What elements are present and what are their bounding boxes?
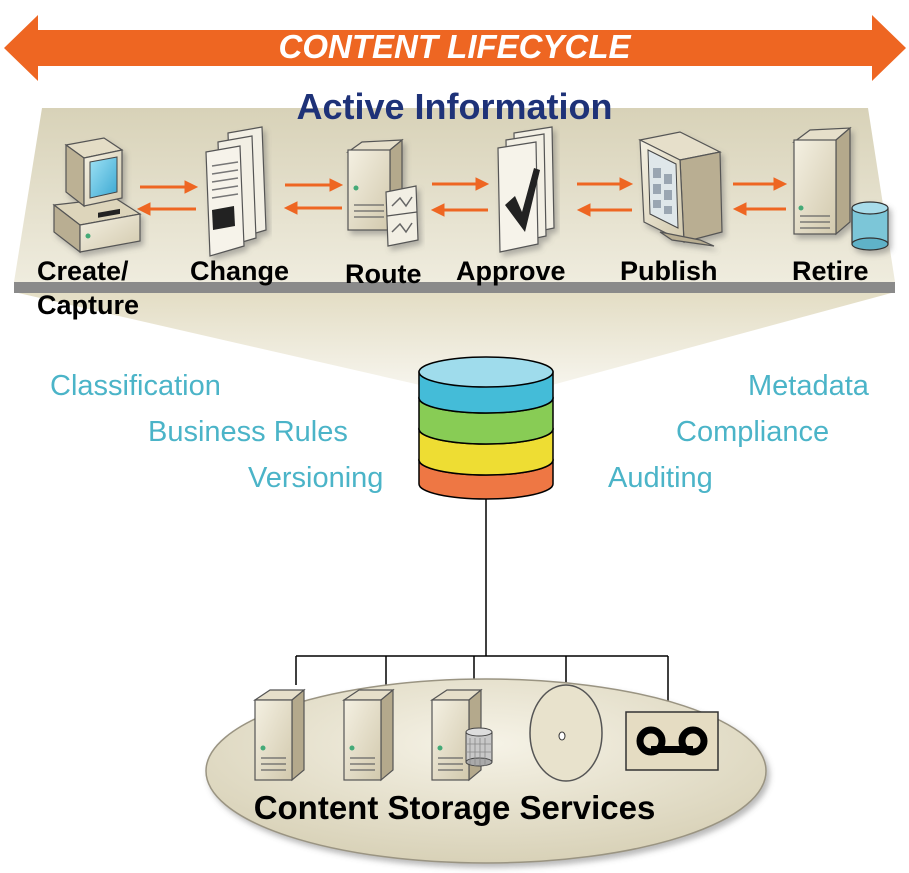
storage-title: Content Storage Services: [253, 789, 656, 826]
monitor-icon: [638, 131, 723, 247]
archive-server-icon: [792, 126, 889, 251]
stage-label-approve: Approve: [456, 256, 566, 286]
repository-database-icon: [418, 356, 554, 500]
stage-label-publish: Publish: [620, 256, 718, 286]
storage-connector-lines: [295, 499, 669, 712]
computer-icon: [52, 137, 142, 254]
approve-checkmark-icon: [497, 126, 555, 253]
lifecycle-banner-arrow: [4, 15, 906, 81]
feature-metadata: Metadata: [748, 370, 869, 402]
route-server-icon: [345, 138, 419, 247]
lifecycle-panel: [14, 108, 895, 282]
feature-versioning: Versioning: [248, 462, 384, 494]
server-icon: [253, 688, 306, 782]
database-server-icon: [430, 688, 493, 782]
feature-auditing: Auditing: [608, 462, 713, 494]
feature-business-rules: Business Rules: [148, 416, 348, 448]
lifecycle-flow-arrows: [136, 177, 788, 217]
lifecycle-funnel: [14, 292, 895, 385]
stage-label-route: Route: [345, 259, 422, 289]
stage-label-capture: Capture: [37, 290, 140, 320]
stage-label-change: Change: [190, 256, 290, 286]
optical-disc-icon: [529, 684, 603, 782]
feature-classification: Classification: [50, 370, 221, 402]
stage-label-retire: Retire: [792, 256, 869, 286]
banner-title: CONTENT LIFECYCLE: [278, 28, 631, 65]
server-icon: [342, 688, 395, 782]
active-information-title: Active Information: [296, 86, 613, 127]
tape-cartridge-icon: [625, 711, 719, 771]
feature-compliance: Compliance: [676, 416, 830, 448]
document-stack-icon: [205, 126, 267, 257]
lifecycle-panel-shelf: [14, 282, 895, 293]
stage-label-create: Create/: [37, 256, 129, 286]
